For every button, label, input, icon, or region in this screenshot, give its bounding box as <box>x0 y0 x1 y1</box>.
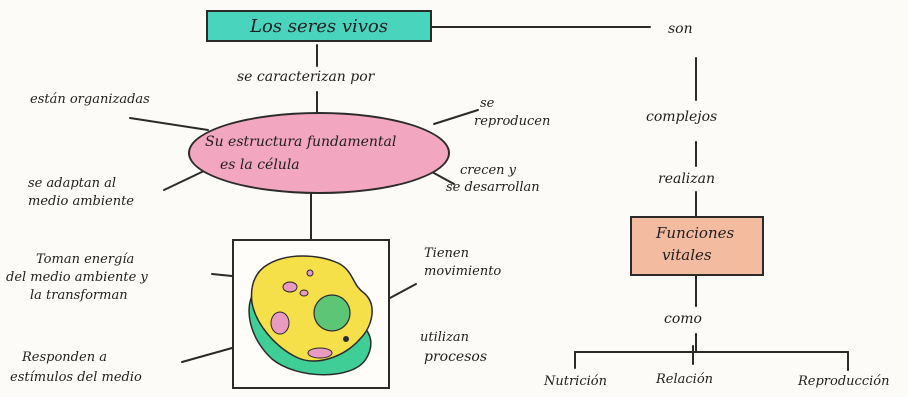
link-se-caracterizan: se caracterizan por <box>237 69 375 85</box>
label-son: son <box>668 21 693 37</box>
connector-organizadas <box>129 117 209 131</box>
cell-organelle-2 <box>299 289 309 297</box>
connector-responden <box>181 347 233 363</box>
cell-dot-1 <box>343 336 349 342</box>
cell-organelle-1 <box>282 281 298 293</box>
label-se-reproducen-2: reproducen <box>474 114 551 129</box>
cell-yellow-body <box>250 255 373 362</box>
label-se-reproducen-1: se <box>480 96 495 111</box>
connector-reproducen <box>433 109 479 125</box>
connector-tienen <box>389 283 417 299</box>
label-toman-3: la transforman <box>30 288 128 303</box>
cell-dot-2 <box>306 269 314 277</box>
funciones-vitales-box <box>630 216 764 276</box>
title-box: Los seres vivos <box>206 10 432 42</box>
label-crecen-2: se desarrollan <box>446 180 540 195</box>
cell-illustration-frame <box>232 239 390 389</box>
center-ellipse <box>188 112 450 194</box>
label-complejos: complejos <box>646 109 718 125</box>
label-funciones-2: vitales <box>662 246 712 264</box>
item-nutricion: Nutrición <box>544 374 607 389</box>
title-text: Los seres vivos <box>249 15 389 37</box>
label-como: como <box>664 311 702 327</box>
cell-nucleus <box>313 294 351 332</box>
cell-organelle-4 <box>307 347 333 359</box>
label-tienen-2: movimiento <box>424 264 502 279</box>
label-funciones-1: Funciones <box>656 224 735 242</box>
center-text-line1: Su estructura fundamental <box>205 134 397 150</box>
label-toman-2: del medio ambiente y <box>6 270 148 285</box>
center-text-line2: es la célula <box>220 157 300 173</box>
item-relacion: Relación <box>656 372 714 387</box>
label-toman-1: Toman energía <box>36 252 135 267</box>
label-crecen-1: crecen y <box>460 163 517 178</box>
item-reproduccion: Reproducción <box>798 374 890 389</box>
connector-toman <box>211 273 233 277</box>
label-responden-2: estímulos del medio <box>10 370 142 385</box>
label-utilizan-1: utilizan <box>420 330 470 345</box>
connector-adaptan <box>163 169 207 191</box>
cell-organelle-3 <box>270 311 290 335</box>
label-estan-organizadas: están organizadas <box>30 92 150 107</box>
label-responden-1: Responden a <box>22 350 107 365</box>
cell-illustration <box>248 255 373 376</box>
label-se-adaptan-2: medio ambiente <box>28 194 134 209</box>
label-tienen-1: Tienen <box>424 246 469 261</box>
label-se-adaptan-1: se adaptan al <box>28 176 117 191</box>
label-utilizan-2: procesos <box>424 349 488 365</box>
label-realizan: realizan <box>658 171 716 187</box>
connector-crecen <box>431 171 455 185</box>
